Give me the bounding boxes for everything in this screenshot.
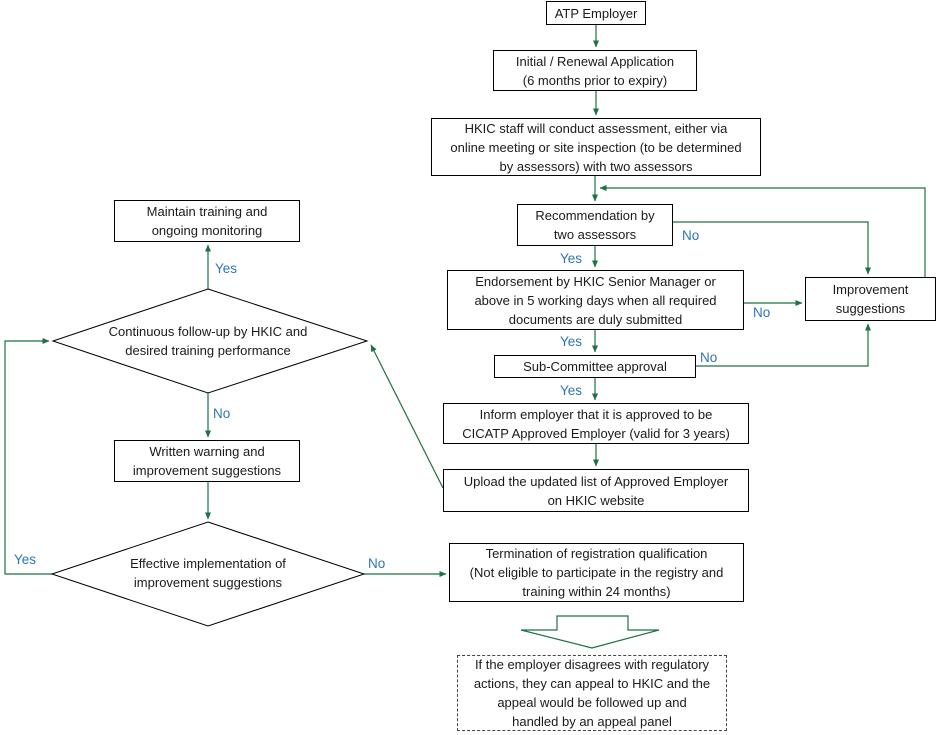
edge-label-followup-yes: Yes <box>215 261 238 276</box>
edge-label-endorsement-yes: Yes <box>560 334 583 349</box>
node-appeal: If the employer disagrees with regulator… <box>457 655 727 731</box>
node-termination-label: Termination of registration qualificatio… <box>469 546 724 599</box>
node-inform-employer: Inform employer that it is approved to b… <box>443 403 749 444</box>
down-block-arrow <box>520 615 660 649</box>
node-assessment: HKIC staff will conduct assessment, eith… <box>431 118 761 176</box>
edge-upload-to-followup <box>370 344 444 489</box>
node-upload-list: Upload the updated list of Approved Empl… <box>443 469 749 512</box>
node-endorsement: Endorsement by HKIC Senior Manager or ab… <box>447 270 744 330</box>
node-written-warning-label: Written warning and improvement suggesti… <box>132 444 282 478</box>
edge-label-effective-no: No <box>368 556 386 571</box>
node-termination: Termination of registration qualificatio… <box>449 543 744 602</box>
decision-effective-diamond <box>50 521 366 627</box>
node-application: Initial / Renewal Application (6 months … <box>493 50 697 91</box>
edge-label-followup-no: No <box>213 406 231 421</box>
node-maintain-training: Maintain training and ongoing monitoring <box>114 200 300 242</box>
decision-followup-label: Continuous follow-up by HKIC and desired… <box>108 324 308 358</box>
edge-label-effective-yes: Yes <box>14 552 37 567</box>
node-subcommittee: Sub-Committee approval <box>494 355 696 378</box>
node-upload-list-label: Upload the updated list of Approved Empl… <box>463 473 729 508</box>
node-inform-employer-label: Inform employer that it is approved to b… <box>462 406 730 441</box>
edge-label-subcommittee-yes: Yes <box>560 383 583 398</box>
node-atp-employer-label: ATP Employer <box>554 5 638 21</box>
edge-subcommittee-no <box>696 323 871 367</box>
node-improvement-suggestions-label: Improvement suggestions <box>832 282 909 316</box>
edge-effective-yes <box>4 338 52 575</box>
decision-effective-label: Effective implementation of improvement … <box>130 556 286 590</box>
node-recommendation: Recommendation by two assessors <box>517 204 673 246</box>
node-application-label: Initial / Renewal Application (6 months … <box>515 53 675 88</box>
node-improvement-suggestions: Improvement suggestions <box>805 277 936 321</box>
node-endorsement-label: Endorsement by HKIC Senior Manager or ab… <box>474 273 717 327</box>
node-recommendation-label: Recommendation by two assessors <box>535 208 655 242</box>
edge-label-subcommittee-no: No <box>700 350 718 365</box>
edge-label-recommendation-no: No <box>682 228 700 243</box>
decision-followup-diamond <box>51 288 369 394</box>
edge-recommendation-no <box>673 221 871 275</box>
node-appeal-label: If the employer disagrees with regulator… <box>473 657 711 729</box>
node-maintain-training-label: Maintain training and ongoing monitoring <box>146 204 268 238</box>
node-atp-employer: ATP Employer <box>546 1 646 25</box>
node-subcommittee-label: Sub-Committee approval <box>523 359 667 374</box>
node-assessment-label: HKIC staff will conduct assessment, eith… <box>450 120 742 174</box>
edge-label-recommendation-yes: Yes <box>560 251 583 266</box>
node-written-warning: Written warning and improvement suggesti… <box>114 440 300 482</box>
edge-label-endorsement-no: No <box>753 305 771 320</box>
edge-improvement-feedback <box>599 185 926 277</box>
